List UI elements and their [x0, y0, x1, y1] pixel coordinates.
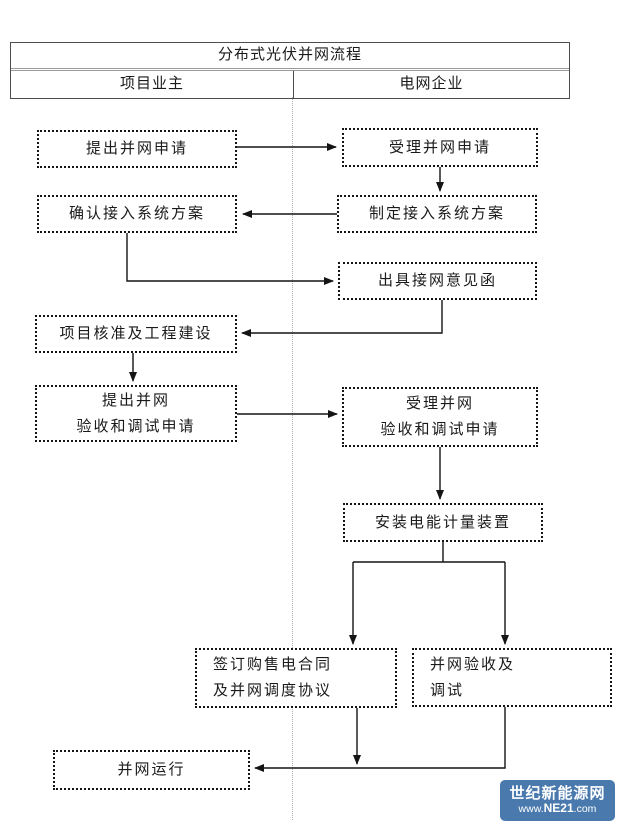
lane-header-row: 项目业主 电网企业: [11, 71, 569, 98]
node-apply-acceptance-test: 提出并网 验收和调试申请: [35, 385, 237, 442]
lane-divider-line: [292, 97, 293, 820]
node-accept-acceptance-test: 受理并网 验收和调试申请: [342, 387, 538, 447]
watermark-url-prefix: www.: [518, 803, 544, 815]
node-accept-grid-connection: 受理并网申请: [342, 128, 538, 167]
flowchart-title: 分布式光伏并网流程: [11, 43, 569, 71]
node-apply-grid-connection: 提出并网申请: [37, 130, 237, 168]
node-make-access-plan: 制定接入系统方案: [337, 195, 537, 233]
lane-header-grid-enterprise: 电网企业: [399, 76, 464, 92]
watermark-badge: 世纪新能源网 www.NE21.com: [500, 780, 615, 821]
arrow-issue-letter-to-approve: [241, 300, 443, 337]
watermark-site-name: 世纪新能源网: [509, 785, 606, 802]
branch-line-install-meter: [353, 542, 505, 563]
node-sign-contract-dispatch-agreement: 签订购售电合同 及并网调度协议: [195, 648, 397, 708]
lane-header-project-owner: 项目业主: [11, 71, 294, 98]
node-grid-operation: 并网运行: [53, 750, 250, 790]
node-install-energy-meter: 安装电能计量装置: [343, 503, 543, 542]
node-issue-connection-letter: 出具接网意见函: [338, 262, 537, 300]
node-project-approval-construction: 项目核准及工程建设: [35, 315, 237, 353]
watermark-url-suffix: .com: [573, 803, 597, 815]
flowchart-header: 分布式光伏并网流程 项目业主 电网企业: [10, 42, 570, 99]
watermark-site-url: www.NE21.com: [519, 802, 597, 816]
node-confirm-access-plan: 确认接入系统方案: [37, 195, 237, 233]
arrow-confirm-to-issue-letter: [126, 233, 334, 285]
watermark-url-domain: NE21: [543, 801, 574, 815]
node-grid-acceptance-and-test: 并网验收及 调试: [412, 648, 612, 707]
